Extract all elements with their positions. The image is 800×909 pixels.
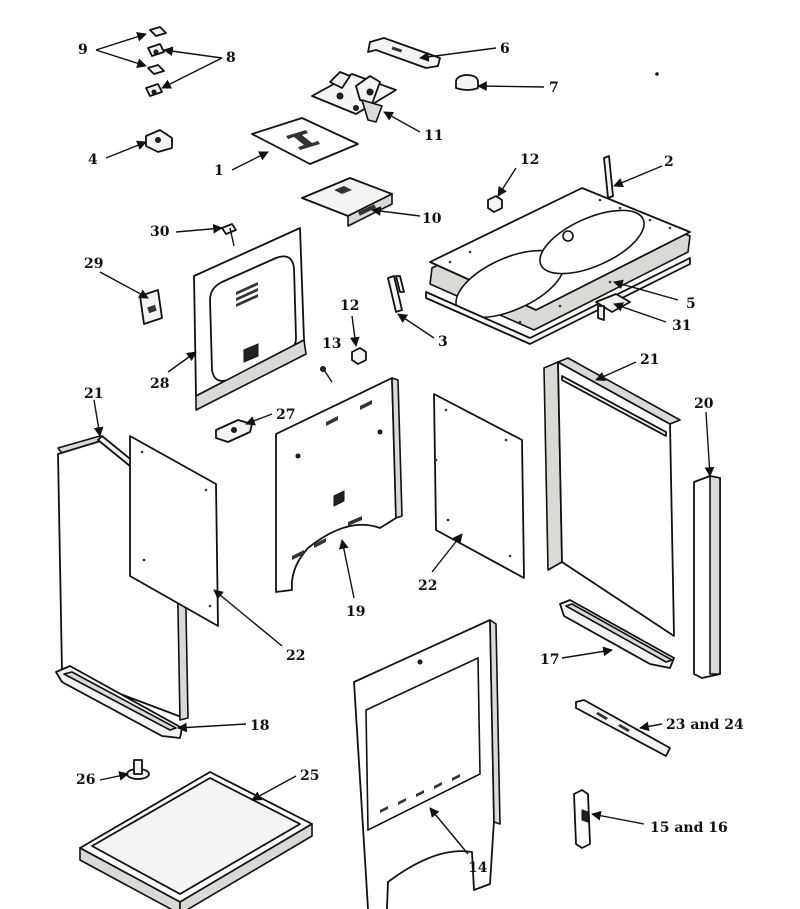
part-19-rear-panel <box>275 377 403 593</box>
part-28-back-panel <box>193 227 307 411</box>
part-30-screw <box>221 223 237 247</box>
callout-17: 17 <box>540 652 559 668</box>
part-14-front-frame <box>353 619 501 909</box>
callout-22-center: 22 <box>418 578 437 594</box>
callout-11: 11 <box>424 128 443 144</box>
callout-18: 18 <box>250 718 269 734</box>
callout-22-left: 22 <box>286 648 305 664</box>
callout-28: 28 <box>150 376 169 392</box>
part-15-16-bracket <box>573 789 591 849</box>
callout-12-upper: 12 <box>520 152 539 168</box>
part-6-bracket <box>367 37 441 69</box>
callout-13: 13 <box>322 336 341 352</box>
callout-7: 7 <box>549 80 559 96</box>
part-13-screw <box>320 366 333 383</box>
callout-6: 6 <box>500 41 510 57</box>
part-22-panel-left <box>129 435 219 627</box>
callout-4: 4 <box>88 152 98 168</box>
part-10-bracket <box>301 177 393 227</box>
callout-26: 26 <box>76 772 95 788</box>
part-31-bracket <box>595 293 631 321</box>
callout-21-left: 21 <box>84 386 103 402</box>
part-26-leveler <box>126 759 150 780</box>
part-11-mechanism <box>311 71 397 123</box>
callout-19: 19 <box>346 604 365 620</box>
part-25-drawer <box>79 771 313 909</box>
callout-27: 27 <box>276 407 295 423</box>
part-12-nut-upper <box>487 195 503 213</box>
part-23-24-bracket <box>575 699 671 757</box>
part-8-clips <box>145 43 165 97</box>
callout-31: 31 <box>672 318 691 334</box>
part-1-plate <box>251 117 359 165</box>
callout-10: 10 <box>422 211 442 227</box>
callout-29: 29 <box>84 256 103 272</box>
part-12-nut-lower <box>351 347 367 365</box>
callout-5: 5 <box>686 296 696 312</box>
callout-15-and-16: 15 and 16 <box>650 820 728 836</box>
part-4-clip <box>145 129 173 153</box>
part-29-bracket <box>139 289 163 325</box>
part-2-rod <box>603 155 614 199</box>
callout-9: 9 <box>78 42 88 58</box>
part-7-cap <box>455 74 479 91</box>
part-18-rail <box>55 665 183 739</box>
callout-12-lower: 12 <box>340 298 359 314</box>
part-21-side-right <box>543 357 681 637</box>
part-9-clips <box>147 26 167 75</box>
part-5-cooktop <box>425 187 691 345</box>
callout-23-and-24: 23 and 24 <box>666 717 744 733</box>
callout-2: 2 <box>664 154 674 170</box>
part-3-rod <box>387 275 405 313</box>
callout-8: 8 <box>226 50 236 66</box>
part-22-panel-center <box>433 393 525 579</box>
callout-1: 1 <box>214 163 224 179</box>
part-27-bracket <box>215 419 253 443</box>
part-17-rail <box>559 599 675 669</box>
callout-25: 25 <box>300 768 319 784</box>
part-20-trim <box>693 475 721 679</box>
callout-3: 3 <box>438 334 448 350</box>
callout-20: 20 <box>694 396 714 412</box>
callout-21-right: 21 <box>640 352 659 368</box>
callout-14: 14 <box>468 860 488 876</box>
callout-30: 30 <box>150 224 170 240</box>
